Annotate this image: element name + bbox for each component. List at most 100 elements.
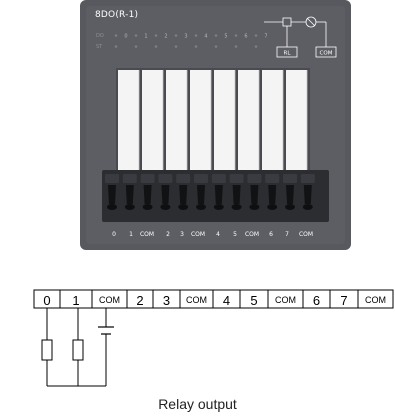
do-led-dot	[254, 34, 258, 37]
terminal-cap	[211, 174, 226, 183]
terminal-labels: 0 1 COM 2 3 COM 4 5 COM 6 7 COM	[112, 231, 313, 238]
terminal-cap	[176, 174, 191, 183]
relay-slot	[214, 70, 235, 170]
relay-slot	[286, 70, 307, 170]
do-channel-label: 4	[204, 34, 207, 40]
terminal-cap	[265, 174, 280, 183]
terminal-screw-icon	[250, 185, 259, 204]
terminal-cap	[283, 174, 297, 183]
terminal-strip: 0 1 COM 2 3 COM 4 5 COM 6 7 COM	[33, 289, 394, 309]
relay-symbol-rl-label: RL	[284, 51, 292, 57]
load-resistor-icon	[41, 339, 53, 361]
terminal-cell-label: 4	[223, 293, 230, 308]
relay-slot	[190, 70, 211, 170]
relay-symbol-com-label: COM	[320, 51, 333, 57]
terminal-cell-label: 5	[250, 293, 257, 308]
do-channel-label: 1	[144, 34, 147, 40]
terminal-label: COM	[299, 231, 313, 238]
terminal-screw-icon	[197, 185, 205, 204]
st-led-row	[114, 45, 258, 48]
module-title: 8DO(R-1)	[95, 10, 139, 20]
do-channel-label: 7	[264, 34, 267, 40]
terminal-screw-icon	[179, 185, 188, 204]
terminal-cap	[140, 174, 155, 183]
terminal-cap	[122, 174, 137, 183]
terminal-cell-label: 2	[136, 293, 143, 308]
do-led-dot	[194, 34, 198, 37]
terminal-screw-icon	[108, 185, 116, 204]
terminal-cell-label: 0	[43, 293, 50, 308]
terminal-cell-label: COM	[186, 295, 207, 305]
terminal-screw-icon	[286, 185, 294, 204]
do-led-dot	[214, 34, 218, 37]
terminal-screw-icon	[125, 185, 134, 204]
st-led-dot	[194, 45, 198, 48]
terminal-label: 4	[216, 231, 220, 238]
terminal-label: 0	[112, 231, 116, 238]
terminal-cell-label: COM	[365, 295, 386, 305]
relay-slot	[142, 70, 163, 170]
load-resistor-icon	[72, 339, 84, 361]
terminal-label: 3	[180, 231, 184, 238]
relay-slots	[118, 70, 308, 170]
terminal-cell-label: 3	[163, 293, 170, 308]
relay-slot	[262, 70, 283, 170]
terminal-label: 5	[233, 231, 237, 238]
st-led-dot	[254, 45, 258, 48]
relay-slot	[166, 70, 187, 170]
terminal-screw-icon	[161, 185, 170, 204]
do-led-dot	[114, 34, 118, 37]
do-led-dot	[174, 34, 178, 37]
terminal-screw-icon	[214, 185, 223, 204]
relay-output-circuit	[41, 308, 114, 387]
terminal-label: COM	[140, 231, 154, 238]
do-led-dot	[234, 34, 238, 37]
terminal-label: COM	[191, 231, 205, 238]
terminal-screw-icon	[232, 185, 241, 204]
do-led-row: 0 1 2 3 4 5 6 7	[114, 34, 268, 40]
terminal-screw-icon	[143, 185, 152, 204]
terminal-label: 7	[285, 231, 289, 238]
st-led-dot	[174, 45, 178, 48]
terminal-screw-icon	[303, 185, 312, 204]
terminal-cap	[229, 174, 244, 183]
terminal-cell-label: 6	[313, 293, 320, 308]
terminal-cap	[194, 174, 208, 183]
status-row-label-st: ST	[96, 44, 103, 50]
relay-slot	[118, 70, 139, 170]
diagram-caption: Relay output	[158, 396, 237, 412]
terminal-cell-label: COM	[275, 295, 296, 305]
terminal-label: 6	[269, 231, 273, 238]
relay-slot	[238, 70, 259, 170]
terminal-cell-label: COM	[99, 295, 120, 305]
st-led-dot	[154, 45, 158, 48]
st-led-dot	[114, 45, 118, 48]
do-led-dot	[134, 34, 138, 37]
terminal-screws	[105, 174, 315, 210]
terminal-cap	[105, 174, 119, 183]
do-channel-label: 5	[224, 34, 227, 40]
do-channel-label: 2	[164, 34, 167, 40]
st-led-dot	[134, 45, 138, 48]
terminal-cell-label: 1	[72, 293, 79, 308]
relay-symbol-icon	[264, 16, 337, 58]
do-channel-label: 3	[184, 34, 187, 40]
terminal-label: 2	[166, 231, 170, 238]
terminal-label: 1	[129, 231, 133, 238]
status-row-label-do: DO	[96, 33, 104, 39]
terminal-cell-label: 7	[340, 293, 347, 308]
terminal-cap	[300, 174, 315, 183]
st-led-dot	[234, 45, 238, 48]
terminal-label: COM	[245, 231, 259, 238]
do-led-dot	[154, 34, 158, 37]
terminal-cell	[357, 289, 394, 309]
do-channel-label: 0	[124, 34, 127, 40]
st-led-dot	[214, 45, 218, 48]
terminal-screw-icon	[268, 185, 277, 204]
do-channel-label: 6	[244, 34, 247, 40]
terminal-cap	[247, 174, 262, 183]
terminal-cap	[158, 174, 173, 183]
